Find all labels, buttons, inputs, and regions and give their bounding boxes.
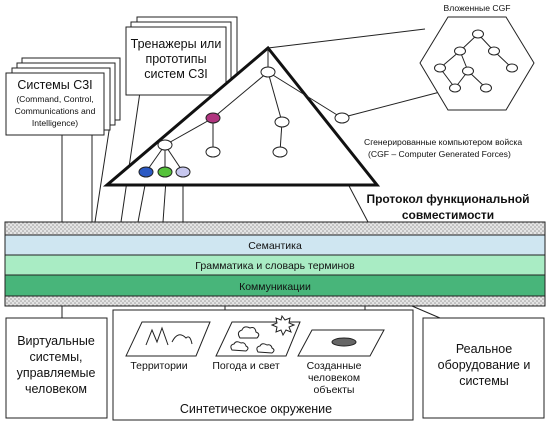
territory-panel: Территории bbox=[125, 321, 211, 372]
hex-node bbox=[506, 63, 518, 73]
cgf-caption-line-2: (CGF – Computer Generated Forces) bbox=[368, 149, 511, 159]
real-line-3: системы bbox=[459, 374, 509, 388]
communications-label: Коммуникации bbox=[239, 281, 311, 293]
virtual-line-3: управляемые bbox=[17, 366, 96, 380]
cgf-node bbox=[205, 146, 221, 158]
building-icon bbox=[331, 337, 357, 347]
virtual-line-1: Виртуальные bbox=[17, 334, 95, 348]
synthetic-environment-box: Территории Погода и свет Созданные челов… bbox=[112, 309, 414, 421]
cgf-node bbox=[260, 66, 276, 78]
cgf-node-green bbox=[157, 166, 173, 178]
hex-node bbox=[472, 29, 484, 39]
cgf-node bbox=[274, 116, 290, 128]
grammar-label: Грамматика и словарь терминов bbox=[195, 260, 355, 272]
embedded-cgf-label: Вложенные CGF bbox=[443, 3, 510, 13]
c3i-line-3: Intelligence) bbox=[32, 118, 78, 128]
hatched-band-bottom bbox=[4, 295, 546, 307]
real-line-1: Реальное bbox=[456, 342, 512, 356]
territory-label: Территории bbox=[130, 360, 187, 372]
cgf-node bbox=[157, 139, 173, 151]
simulators-line-1: Тренажеры или bbox=[131, 37, 222, 51]
c3i-box-stack: Системы С3I (Command, Control, Communica… bbox=[5, 57, 121, 136]
protocol-label: Протокол функциональной совместимости bbox=[366, 192, 529, 222]
cgf-node bbox=[272, 146, 288, 158]
hill-icon bbox=[171, 334, 193, 345]
virtual-systems-box: Виртуальные системы, управляемые человек… bbox=[5, 317, 108, 419]
protocol-line-2: совместимости bbox=[402, 208, 494, 222]
simulators-line-3: систем С3I bbox=[144, 67, 208, 81]
c3i-line-1: (Command, Control, bbox=[16, 94, 93, 104]
c3i-title: Системы С3I bbox=[17, 78, 92, 92]
objects-line-2: человеком bbox=[308, 372, 360, 384]
cgf-caption-line-1: Сгенерированные компьютером войска bbox=[364, 137, 522, 147]
simulators-line-2: прототипы bbox=[145, 52, 206, 66]
hex-node bbox=[449, 83, 461, 93]
objects-panel: Созданные человеком объекты bbox=[297, 329, 385, 396]
cgf-node-highlighted bbox=[205, 112, 221, 124]
cgf-node bbox=[334, 112, 350, 124]
cgf-node-blue bbox=[138, 166, 154, 178]
hatched-band-top bbox=[4, 221, 546, 236]
cgf-node-lavender bbox=[175, 166, 191, 178]
protocol-stack: Семантика Грамматика и словарь терминов … bbox=[4, 221, 546, 307]
semantics-label: Семантика bbox=[248, 240, 302, 252]
cgf-caption: Сгенерированные компьютером войска (CGF … bbox=[364, 137, 522, 159]
real-line-2: оборудование и bbox=[438, 358, 531, 372]
objects-line-1: Созданные bbox=[307, 360, 362, 372]
cloud-icon bbox=[237, 326, 260, 339]
simulator-box-stack: Тренажеры или прототипы систем С3I bbox=[125, 16, 238, 96]
real-equipment-box: Реальное оборудование и системы bbox=[422, 317, 545, 419]
weather-panel: Погода и свет bbox=[212, 314, 301, 372]
virtual-line-4: человеком bbox=[25, 382, 87, 396]
sun-icon bbox=[270, 314, 296, 337]
environment-title: Синтетическое окружение bbox=[180, 402, 332, 416]
hex-node bbox=[454, 46, 466, 56]
mountain-icon bbox=[145, 326, 169, 346]
cloud-icon bbox=[230, 341, 249, 352]
hex-node bbox=[434, 63, 446, 73]
protocol-line-1: Протокол функциональной bbox=[366, 192, 529, 206]
c3i-line-2: Communications and bbox=[15, 106, 96, 116]
weather-label: Погода и свет bbox=[212, 360, 279, 372]
cgf-triangle bbox=[102, 45, 381, 187]
hex-node bbox=[462, 66, 474, 76]
virtual-line-2: системы, bbox=[29, 350, 82, 364]
cloud-icon bbox=[256, 343, 275, 354]
embedded-cgf-hexagon: Вложенные CGF bbox=[419, 3, 535, 111]
hex-node bbox=[488, 46, 500, 56]
objects-line-3: объекты bbox=[314, 384, 355, 396]
hex-node bbox=[480, 83, 492, 93]
